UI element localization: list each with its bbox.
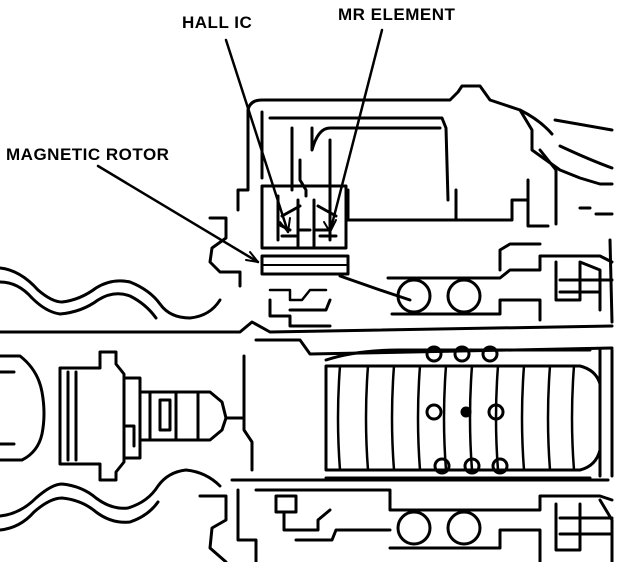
inner-ball-screw bbox=[324, 345, 602, 480]
sensor-element-block bbox=[260, 184, 348, 250]
magnetic-rotor-ring bbox=[260, 254, 412, 328]
hall-ic-label: HALL IC bbox=[182, 13, 253, 32]
mr-element-label: MR ELEMENT bbox=[338, 5, 456, 24]
left-coupling bbox=[58, 350, 246, 482]
drive-shaft bbox=[0, 320, 614, 482]
left-bracket-arms bbox=[0, 266, 222, 532]
leader-magnetic-rotor bbox=[96, 164, 260, 264]
leader-lines bbox=[96, 28, 384, 264]
sensor-housing bbox=[208, 84, 614, 288]
leader-mr-element bbox=[328, 28, 384, 234]
lower-housing bbox=[198, 488, 614, 564]
magnetic-rotor-label: MAGNETIC ROTOR bbox=[6, 145, 170, 164]
bearing-balls-upper bbox=[386, 238, 614, 324]
leader-hall-ic bbox=[224, 38, 290, 234]
